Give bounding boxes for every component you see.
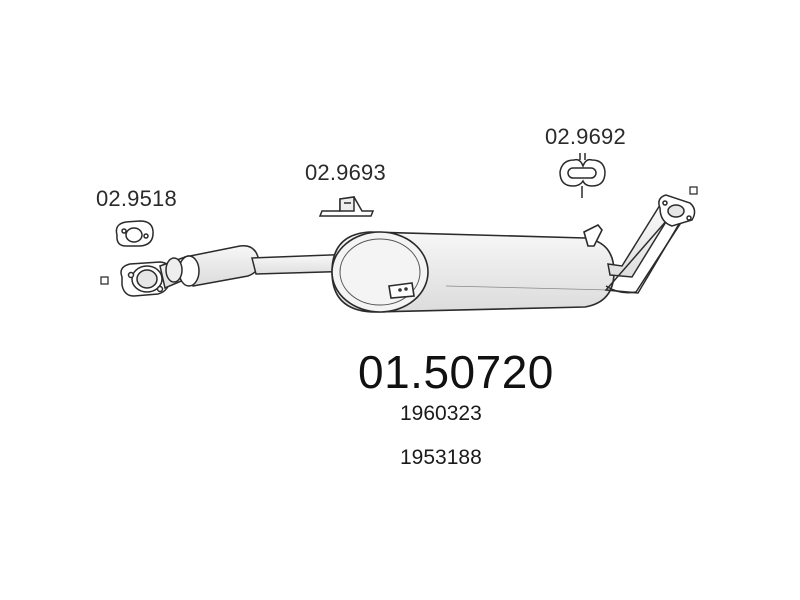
bracket-part-number: 02.9693 xyxy=(305,160,386,185)
hanger-part-number: 02.9692 xyxy=(545,124,626,149)
oe-number-1: 1960323 xyxy=(400,402,482,425)
square-marker-left-icon xyxy=(100,276,109,285)
rear-muffler xyxy=(331,223,615,313)
product-code: 01.50720 xyxy=(358,346,554,398)
mounting-bracket-icon xyxy=(318,196,375,217)
oe-number-2: 1953188 xyxy=(400,446,482,469)
tail-pipe xyxy=(604,194,696,294)
flange-gasket-icon xyxy=(115,220,154,247)
rubber-hanger-icon xyxy=(559,153,606,198)
square-marker-right-icon xyxy=(689,186,698,195)
front-flange xyxy=(120,261,172,297)
front-resonator xyxy=(159,244,260,290)
gasket-part-number: 02.9518 xyxy=(96,186,177,211)
